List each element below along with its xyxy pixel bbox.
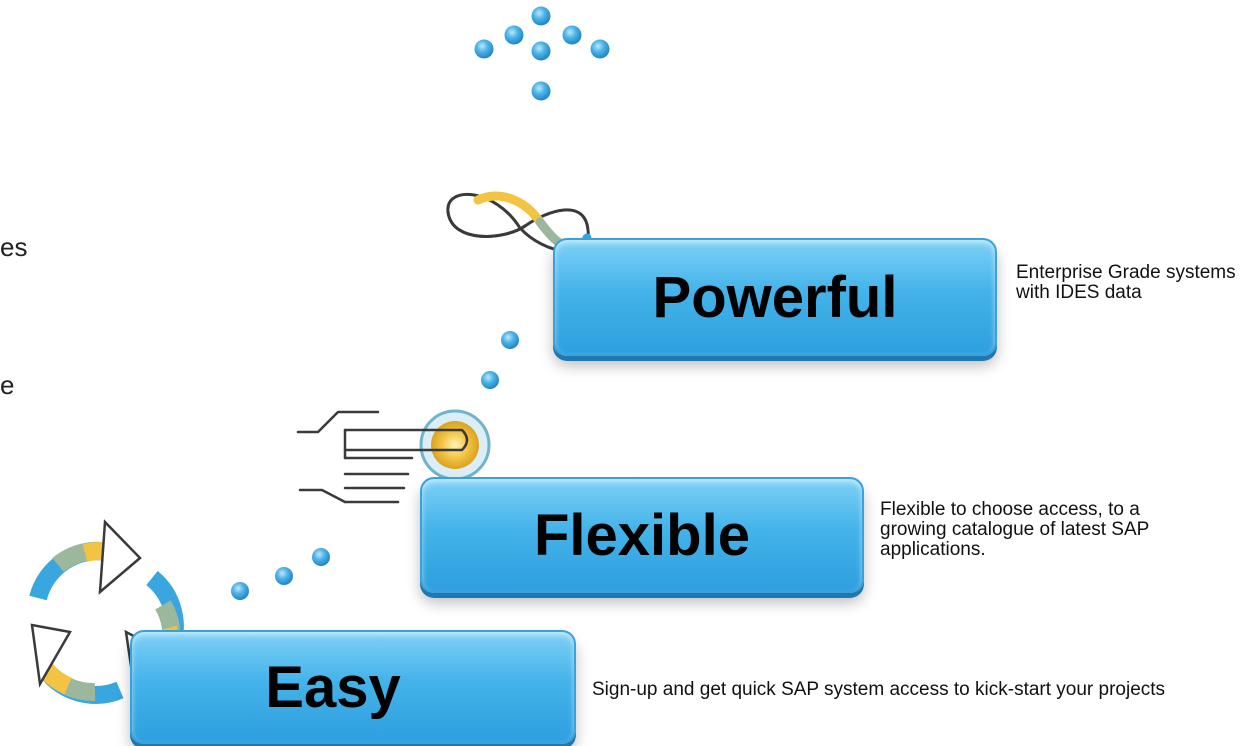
cropped-text-fragment: es [0, 232, 28, 262]
connector-dots [481, 331, 519, 389]
pointing-hand-icon [296, 409, 491, 504]
dots-arrow-icon [474, 6, 610, 101]
step-description: Sign-up and get quick SAP system access … [592, 679, 1166, 700]
step-label: Easy [265, 654, 401, 720]
step-label: Flexible [534, 502, 750, 568]
easy-step: Easy [130, 630, 576, 744]
powerful-step: Powerful [553, 238, 997, 356]
step-description: Flexible to choose access, to a growing … [880, 499, 1149, 560]
connector-dots [231, 548, 330, 600]
flexible-step: Flexible [420, 477, 864, 593]
step-description: Enterprise Grade systems with IDES data [1016, 262, 1236, 303]
cropped-text-fragment: e [0, 370, 15, 400]
step-label: Powerful [652, 264, 898, 330]
